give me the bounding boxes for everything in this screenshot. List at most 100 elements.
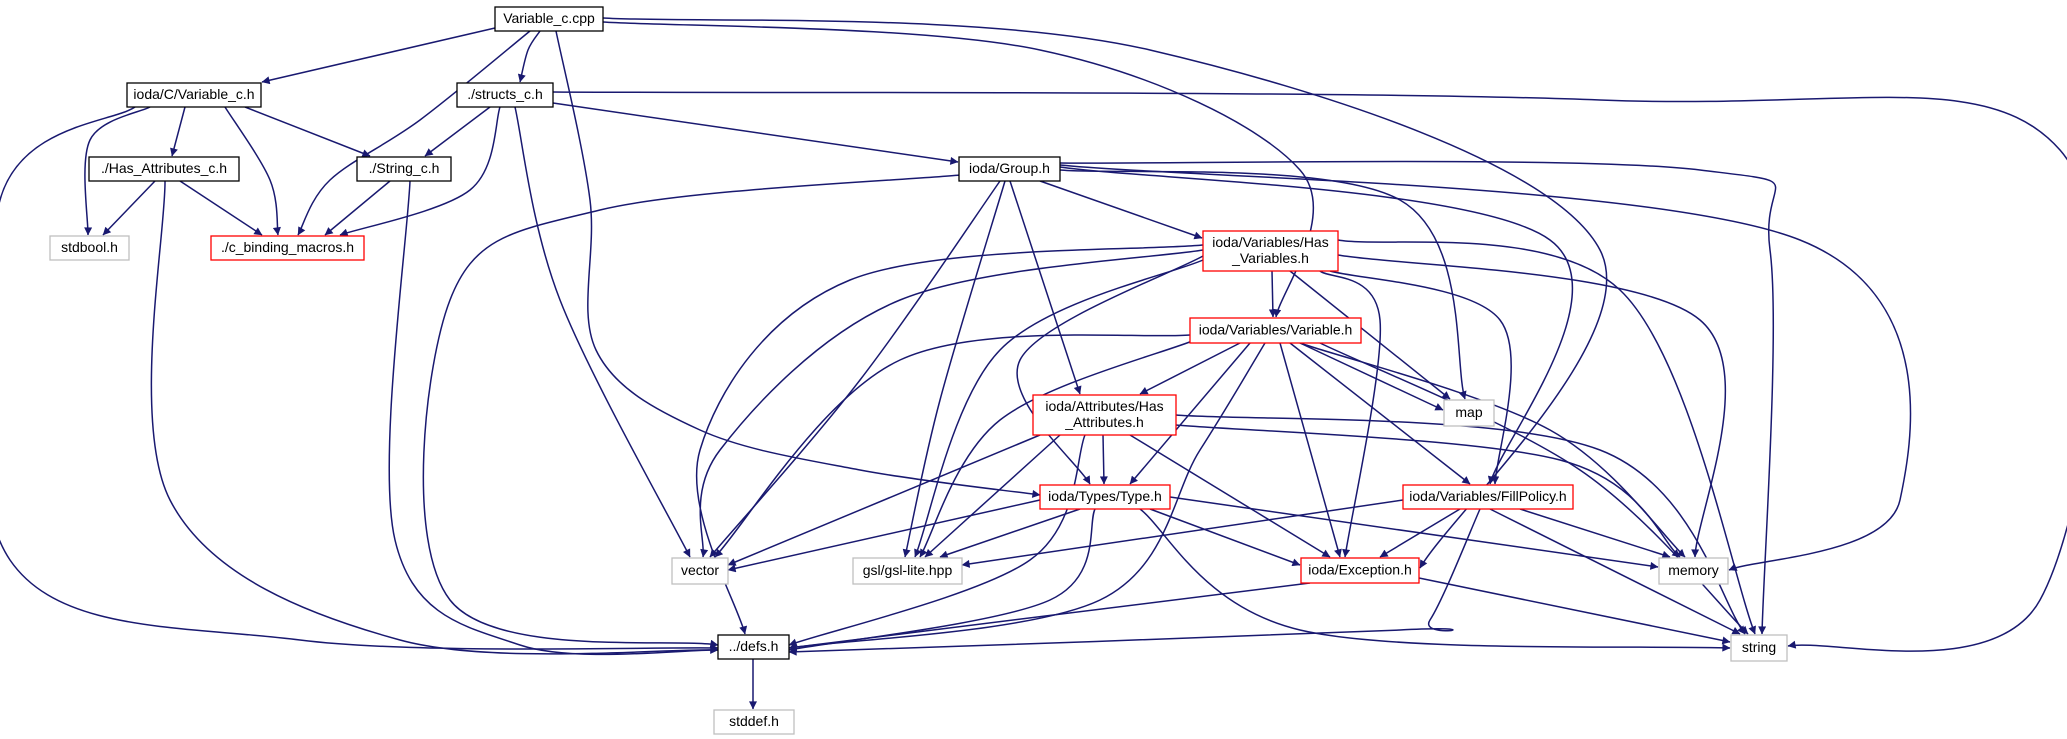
edge-attr_has_attributes_h-to-defs_h — [788, 434, 1086, 647]
node-box — [958, 156, 1061, 182]
edge-structs_c_h-to-vector — [514, 106, 691, 558]
node-box — [1189, 317, 1362, 344]
node-box — [49, 235, 130, 261]
node-box — [1202, 230, 1339, 272]
edge-fillpolicy_h-to-defs_h — [788, 508, 1481, 656]
node-has_variables_h[interactable]: ioda/Variables/Has_Variables.h — [1202, 230, 1339, 272]
node-ioda_group_h[interactable]: ioda/Group.h — [958, 156, 1061, 182]
node-box — [1443, 399, 1495, 427]
edge-variable_h-to-attr_has_attributes_h — [1139, 342, 1241, 395]
edge-has_variables_h-to-vector — [699, 249, 1204, 558]
edge-attr_has_attributes_h-to-exception_h — [1129, 434, 1331, 558]
edge-type_h-to-vector — [727, 499, 1041, 573]
node-box — [717, 634, 790, 660]
node-box — [713, 709, 795, 735]
node-memory[interactable]: memory — [1658, 557, 1729, 585]
node-box — [126, 82, 262, 108]
edge-variable_h-to-defs_h — [788, 342, 1266, 651]
node-box — [1032, 394, 1177, 436]
edge-has_variables_h-to-fillpolicy_h — [1329, 270, 1512, 485]
edge-variable_h-to-vector — [714, 334, 1191, 558]
edge-attr_has_attributes_h-to-type_h — [1099, 434, 1108, 485]
edge-variable_c_cpp-to-structs_c_h — [517, 30, 541, 83]
edge-ioda_c_variable_c_h-to-string_c_h — [244, 106, 371, 157]
edge-variable_c_cpp-to-c_binding_macros_h — [297, 30, 531, 236]
node-box — [1039, 484, 1171, 510]
edge-variable_h-to-fillpolicy_h — [1289, 342, 1471, 485]
node-variable_c_cpp[interactable]: Variable_c.cpp — [494, 6, 604, 32]
edge-variable_h-to-map — [1299, 342, 1444, 411]
edge-fillpolicy_h-to-string — [1489, 508, 1741, 635]
node-type_h[interactable]: ioda/Types/Type.h — [1039, 484, 1171, 510]
node-label: memory — [1668, 562, 1719, 578]
edge-ioda_group_h-to-fillpolicy_h — [1059, 166, 1574, 485]
node-box — [1300, 557, 1420, 584]
node-stddef_h[interactable]: stddef.h — [713, 709, 795, 735]
node-label: _Attributes.h — [1064, 414, 1144, 430]
nodes: Variable_c.cpp ioda/C/Variable_c.h ./struc… — [49, 6, 1788, 735]
edge-ioda_c_variable_c_h-to-has_attributes_c_h — [170, 106, 186, 157]
node-string[interactable]: string — [1730, 634, 1788, 662]
node-vector[interactable]: vector — [671, 557, 729, 585]
edge-has_variables_h-to-string — [1337, 239, 1756, 635]
node-box — [1658, 557, 1729, 585]
edge-has_variables_h-to-variable_h — [1268, 270, 1277, 318]
edge-attr_has_attributes_h-to-gsl_lite_hpp — [924, 434, 1061, 558]
edge-type_h-to-string — [1139, 508, 1731, 652]
node-fillpolicy_h[interactable]: ioda/Variables/FillPolicy.h — [1402, 484, 1574, 510]
edge-ioda_group_h-to-defs_h — [422, 174, 961, 648]
edge-ioda_group_h-to-has_variables_h — [1039, 180, 1203, 240]
edge-structs_c_h-to-string_c_h — [424, 106, 491, 157]
node-box — [671, 557, 729, 585]
node-label: ioda/Attributes/Has — [1045, 398, 1163, 414]
edge-has_variables_h-to-map — [1289, 270, 1451, 400]
node-structs_c_h[interactable]: ./structs_c.h — [456, 82, 554, 108]
node-gsl_lite_hpp[interactable]: gsl/gsl-lite.hpp — [852, 557, 963, 585]
node-attr_has_attributes_h[interactable]: ioda/Attributes/Has_Attributes.h — [1032, 394, 1177, 436]
node-label: ioda/Group.h — [969, 160, 1050, 176]
edge-ioda_group_h-to-map — [1059, 169, 1467, 400]
node-label: stdbool.h — [61, 239, 118, 255]
node-box — [456, 82, 554, 108]
node-label: ./c_binding_macros.h — [221, 239, 354, 255]
node-map[interactable]: map — [1443, 399, 1495, 427]
edge-structs_c_h-to-ioda_group_h — [552, 102, 959, 165]
edge-has_variables_h-to-type_h — [1016, 255, 1204, 485]
edge-type_h-to-memory — [1169, 496, 1659, 570]
edge-has_variables_h-to-gsl_lite_hpp — [914, 259, 1204, 558]
edge-variable_h-to-exception_h — [1279, 342, 1342, 558]
node-label: ./Has_Attributes_c.h — [101, 160, 227, 176]
node-exception_h[interactable]: ioda/Exception.h — [1300, 557, 1420, 584]
node-label: Variable_c.cpp — [503, 10, 595, 26]
node-label: vector — [681, 562, 719, 578]
node-c_binding_macros_h[interactable]: ./c_binding_macros.h — [210, 235, 365, 261]
node-defs_h[interactable]: ../defs.h — [717, 634, 790, 660]
node-string_c_h[interactable]: ./String_c.h — [356, 156, 452, 182]
edge-has_variables_h-to-exception_h — [1319, 270, 1382, 558]
edge-variable_c_cpp-to-variable_h — [602, 21, 1314, 318]
edge-variable_h-to-type_h — [1129, 342, 1251, 485]
edge-string_c_h-to-c_binding_macros_h — [324, 180, 391, 236]
edge-attr_has_attributes_h-to-string — [1175, 414, 1746, 635]
edge-variable_h-to-gsl_lite_hpp — [919, 339, 1196, 558]
edge-variable_h-to-string — [1319, 342, 1749, 635]
node-label: ../defs.h — [729, 638, 779, 654]
node-variable_h[interactable]: ioda/Variables/Variable.h — [1189, 317, 1362, 344]
edge-has_variables_h-to-defs_h — [695, 244, 1204, 635]
edges — [0, 17, 2067, 710]
node-stdbool_h[interactable]: stdbool.h — [49, 235, 130, 261]
edge-variable_c_cpp-to-type_h — [555, 30, 1041, 498]
edge-ioda_c_variable_c_h-to-c_binding_macros_h — [224, 106, 281, 236]
node-label: ioda/Variables/Has — [1212, 234, 1328, 250]
node-has_attributes_c_h[interactable]: ./Has_Attributes_c.h — [88, 156, 240, 182]
edge-fillpolicy_h-to-exception_h — [1379, 508, 1461, 558]
node-ioda_c_variable_c_h[interactable]: ioda/C/Variable_c.h — [126, 82, 262, 108]
edge-fillpolicy_h-to-gsl_lite_hpp — [961, 499, 1404, 568]
edge-ioda_c_variable_c_h-to-defs_h — [0, 106, 719, 652]
node-box — [356, 156, 452, 182]
edge-ioda_group_h-to-gsl_lite_hpp — [902, 180, 1006, 558]
edge-ioda_group_h-to-vector — [709, 180, 1001, 558]
node-box — [1402, 484, 1574, 510]
edge-has_attributes_c_h-to-stdbool_h — [102, 180, 156, 236]
